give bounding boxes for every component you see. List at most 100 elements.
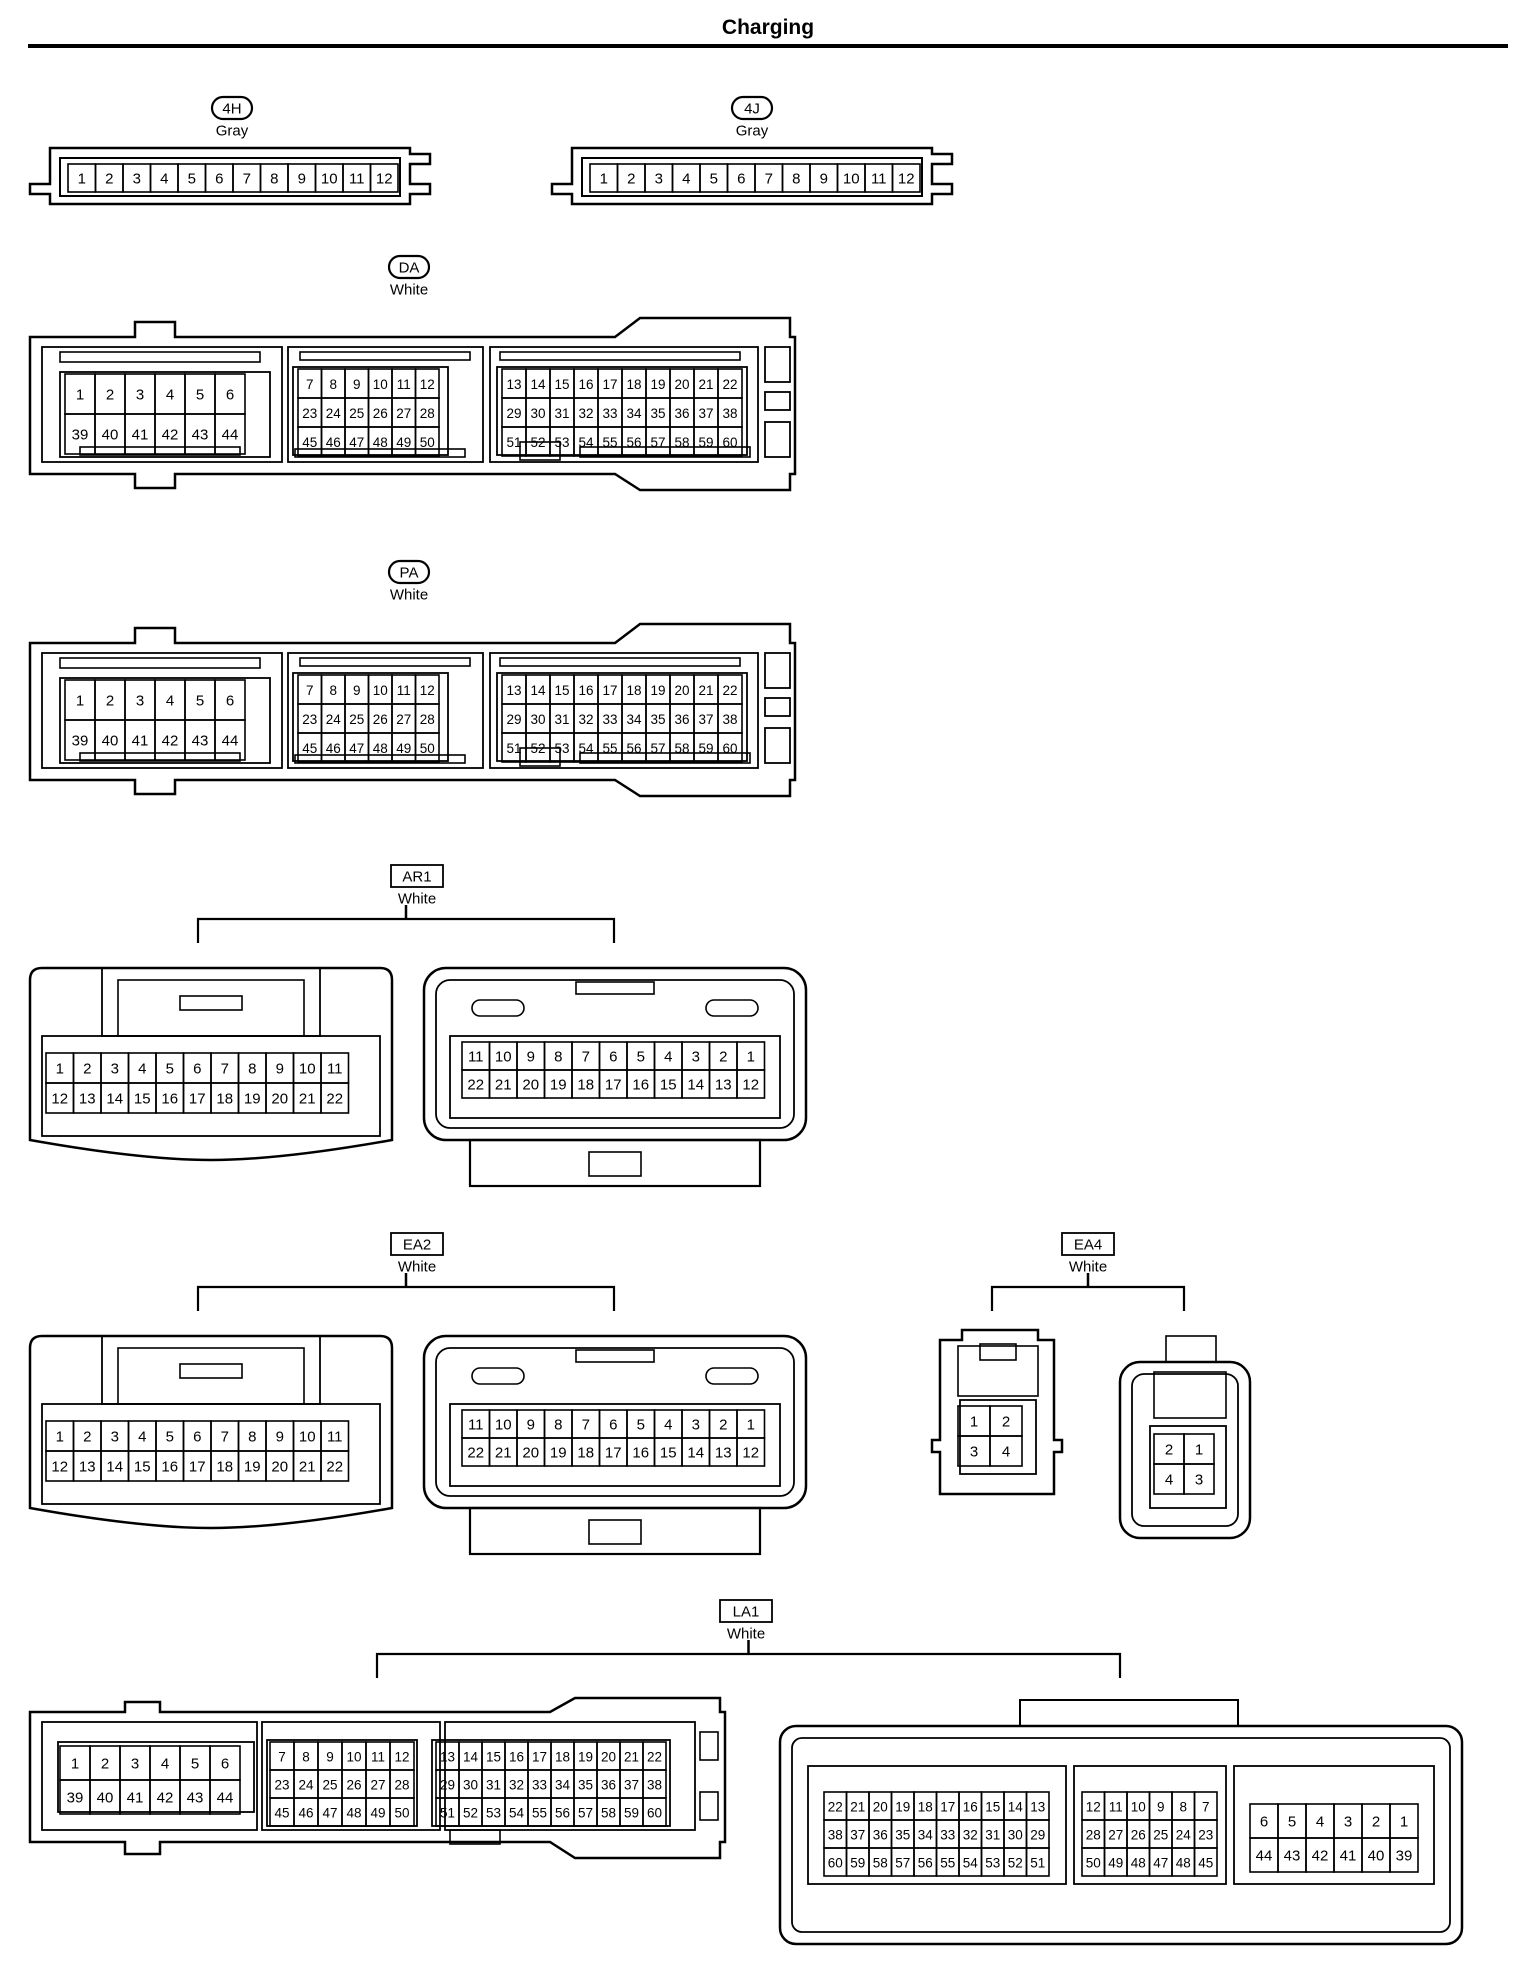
housing-outline [28, 316, 797, 492]
housing-bay [444, 1721, 696, 1831]
pin-label: 53 [486, 1806, 501, 1821]
pin-label: 5 [710, 171, 718, 188]
pin-label: 46 [326, 741, 341, 756]
pin-window [581, 157, 923, 197]
pin-label: 40 [102, 427, 119, 444]
connector-code-badge [719, 1599, 773, 1623]
pin-label: 11 [349, 171, 365, 188]
pin-cell [414, 732, 440, 763]
pin-label: 40 [102, 733, 119, 750]
pin-cell [1193, 1847, 1218, 1877]
pin-label: 41 [132, 427, 149, 444]
pin-label: 48 [346, 1806, 361, 1821]
pin-label: 42 [162, 733, 179, 750]
pin-label: 9 [527, 1049, 535, 1066]
lock-tab [764, 652, 791, 689]
pin-label: 60 [828, 1856, 843, 1871]
pin-label: 26 [1131, 1828, 1146, 1843]
pin-label: 12 [51, 1091, 68, 1108]
pin-label: 25 [349, 712, 364, 727]
pin-label: 7 [221, 1429, 229, 1446]
pin-label: 27 [396, 712, 411, 727]
housing-bay [1073, 1765, 1227, 1885]
pin-label: 8 [329, 377, 337, 392]
pin-cell [736, 1069, 766, 1099]
pin-label: 57 [895, 1856, 910, 1871]
pin-label: 27 [1108, 1828, 1123, 1843]
housing-outline [28, 622, 797, 798]
pin-label: 24 [298, 1778, 314, 1793]
pin-label: 50 [420, 435, 435, 450]
pin-label: 8 [792, 171, 800, 188]
pin-cell [1183, 1463, 1215, 1495]
pin-label: 32 [963, 1828, 978, 1843]
pin-label: 32 [509, 1778, 524, 1793]
pin-label: 19 [244, 1459, 261, 1476]
pin-label: 3 [131, 1756, 139, 1773]
latch-frame [101, 1335, 321, 1405]
pin-label: 5 [196, 387, 204, 404]
pin-label: 13 [1030, 1800, 1045, 1815]
pin-label: 16 [578, 377, 593, 392]
pin-label: 30 [1008, 1828, 1023, 1843]
connector-code-badge [387, 559, 431, 585]
pin-label: 29 [506, 406, 521, 421]
pin-label: 1 [970, 1414, 978, 1431]
pin-cell [717, 732, 743, 763]
pin-label: 50 [394, 1806, 409, 1821]
pin-label: 7 [221, 1061, 229, 1078]
pin-label: 12 [898, 171, 915, 188]
pin-label: 60 [722, 741, 737, 756]
pin-label: 16 [632, 1445, 649, 1462]
pin-label: 17 [605, 1077, 622, 1094]
pin-label: 28 [420, 712, 435, 727]
pin-label: 47 [349, 435, 364, 450]
latch-tab [1165, 1335, 1217, 1363]
pin-label: 44 [222, 427, 239, 444]
pin-cell [320, 1450, 350, 1482]
pin-label: 39 [72, 427, 89, 444]
housing-bay [489, 346, 759, 463]
pin-label: 12 [376, 171, 393, 188]
pin-label: 19 [578, 1750, 593, 1765]
housing-bay [261, 1721, 441, 1831]
pin-cell [209, 1779, 241, 1815]
pin-label: 19 [244, 1091, 261, 1108]
pin-label: 3 [111, 1429, 119, 1446]
pin-label: 22 [828, 1800, 843, 1815]
pin-label: 43 [187, 1790, 204, 1807]
pin-label: 37 [624, 1778, 639, 1793]
pin-label: 20 [674, 377, 689, 392]
pin-label: 13 [506, 377, 521, 392]
pin-label: 8 [270, 171, 278, 188]
pin-label: 2 [1165, 1442, 1173, 1459]
key-rib [79, 752, 241, 762]
connector-code-badge [730, 95, 774, 121]
pin-label: 44 [1256, 1848, 1273, 1865]
pin-label: 7 [243, 171, 251, 188]
pin-label: 2 [1372, 1814, 1380, 1831]
pin-cell [1025, 1847, 1050, 1877]
pin-label: 45 [302, 741, 317, 756]
pin-label: 46 [298, 1806, 313, 1821]
pin-label: 57 [650, 435, 665, 450]
pin-window [449, 1403, 781, 1487]
pin-label: 14 [687, 1445, 704, 1462]
pin-label: 11 [1109, 1800, 1123, 1815]
pin-label: 59 [698, 741, 713, 756]
connector-code: EA4 [1074, 1237, 1102, 1254]
connector-color: White [727, 1626, 765, 1643]
latch-tab [979, 1343, 1017, 1361]
pin-label: 11 [371, 1750, 385, 1765]
pin-label: 25 [349, 406, 364, 421]
pin-label: 45 [1198, 1856, 1213, 1871]
pin-label: 5 [637, 1417, 645, 1434]
pin-label: 54 [578, 741, 594, 756]
pin-label: 12 [394, 1750, 409, 1765]
pin-label: 33 [602, 406, 617, 421]
housing-outline [28, 1696, 727, 1860]
lock-tab [764, 346, 791, 383]
rear-tab [588, 1151, 642, 1177]
